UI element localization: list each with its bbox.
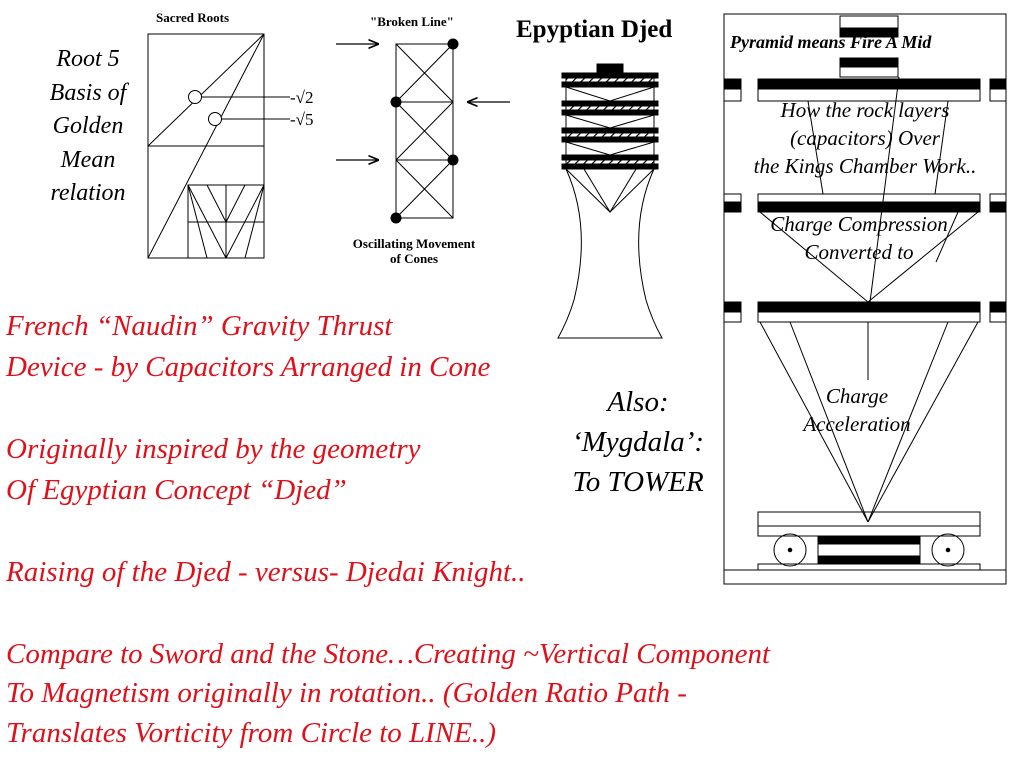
also-line-3: To TOWER [572, 466, 704, 498]
compare-line-2: To Magnetism originally in rotation.. (G… [6, 677, 687, 709]
compare-line-3: Translates Vorticity from Circle to LINE… [6, 717, 497, 749]
charge-acceleration-line-2: Acceleration [803, 412, 911, 436]
sqrt2-label: -√2 [290, 88, 314, 107]
sacred-roots-diagram [147, 33, 290, 259]
charge-acceleration-line-1: Charge [825, 384, 889, 408]
also-line-1: Also: [607, 386, 669, 418]
raising-djed-line: Raising of the Djed - versus- Djedai Kni… [6, 556, 526, 588]
also-line-2: ‘Mygdala’: [571, 426, 705, 458]
djed-pillar-drawing [557, 63, 663, 339]
naudin-line-2: Device - by Capacitors Arranged in Cone [6, 351, 491, 383]
broken-line-title: "Broken Line" [370, 14, 454, 29]
sacred-roots-title: Sacred Roots [156, 10, 230, 25]
rock-layers-line-1: How the rock layers [780, 98, 950, 122]
naudin-line-1: French “Naudin” Gravity Thrust [6, 310, 393, 342]
charge-compression-line-2: Converted to [804, 240, 914, 264]
rock-layers-line-3: the Kings Chamber Work.. [753, 154, 977, 178]
inspired-line-2: Of Egyptian Concept “Djed” [6, 474, 347, 506]
root-label-line-1: Root 5 [56, 46, 120, 72]
compare-line-1: Compare to Sword and the Stone…Creating … [6, 638, 771, 670]
root-label-line-3: Golden [52, 113, 124, 139]
broken-line-diagram [390, 38, 459, 224]
root-label-line-4: Mean [60, 147, 116, 173]
charge-compression-line-1: Charge Compression [770, 212, 948, 236]
rock-layers-line-2: (capacitors) Over [790, 126, 940, 150]
force-arrows [336, 44, 510, 160]
root-label-line-5: relation [50, 180, 126, 206]
pyramid-title: Pyramid means Fire A Mid [730, 32, 932, 52]
inspired-line-1: Originally inspired by the geometry [6, 433, 421, 465]
oscillating-caption-line-1: Oscillating Movement [352, 236, 476, 251]
sqrt5-label: -√5 [290, 110, 314, 129]
oscillating-caption-line-2: of Cones [389, 251, 439, 266]
djed-title: Epyptian Djed [516, 16, 673, 43]
pyramid-capacitor-diagram [723, 13, 1007, 585]
root-label-line-2: Basis of [49, 80, 127, 106]
